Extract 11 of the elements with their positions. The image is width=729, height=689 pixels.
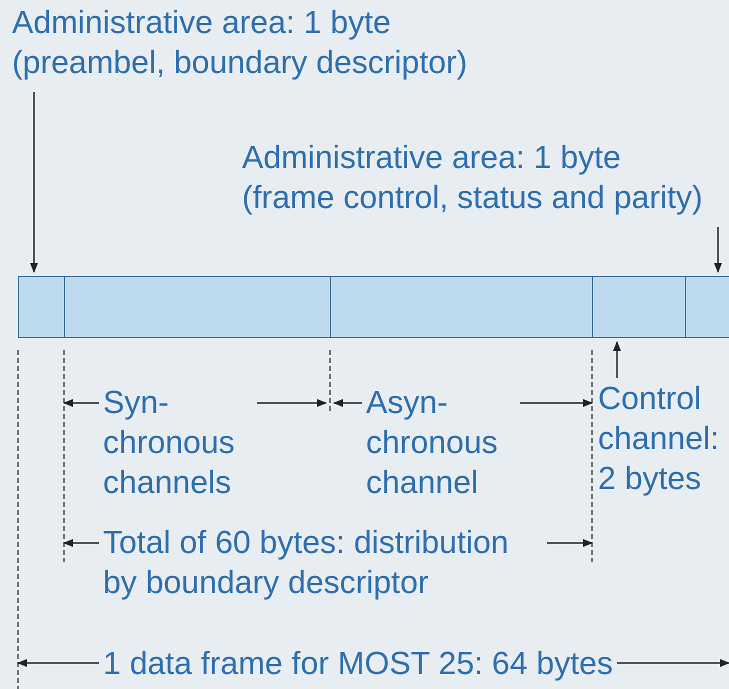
annotation-text: Control channel: 2 bytes [598, 378, 728, 498]
leader-line [613, 341, 621, 378]
annotation-text: Administrative area: 1 byte (preambel, boundary descriptor) [12, 2, 492, 82]
frame-field [18, 276, 66, 338]
leader-line [714, 227, 722, 273]
frame-field [685, 276, 729, 338]
frame-field [592, 276, 686, 338]
annotation-text: Administrative area: 1 byte (frame control, status and parity) [242, 137, 704, 217]
frame-field [64, 276, 332, 338]
leader-line [30, 92, 38, 273]
frame-field [330, 276, 594, 338]
